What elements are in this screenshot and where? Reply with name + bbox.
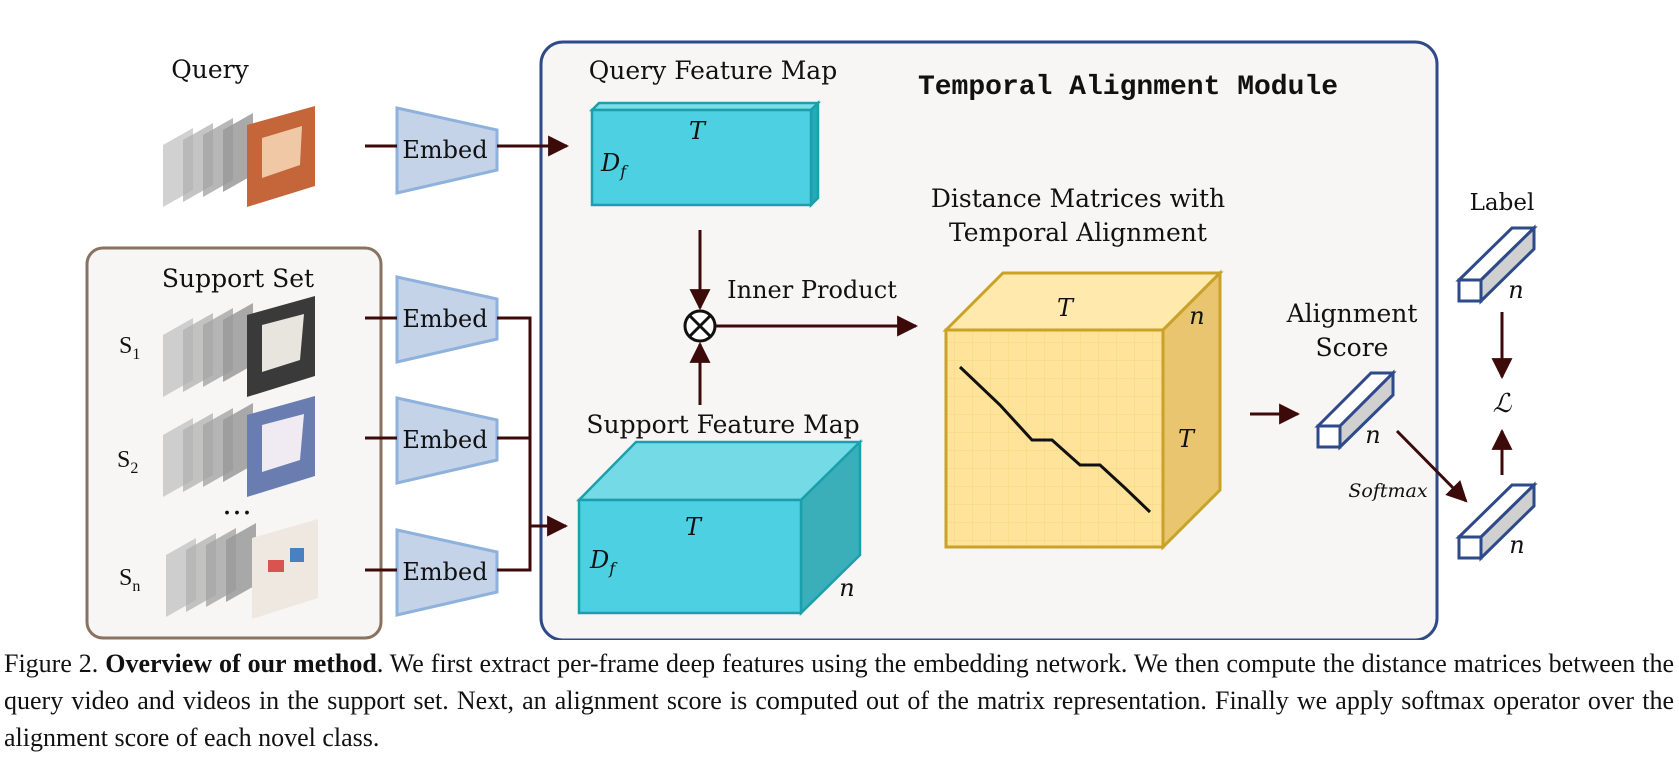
label-title: Label xyxy=(1470,190,1535,216)
inner-product-label: Inner Product xyxy=(727,276,897,304)
svg-text:Df: Df xyxy=(589,546,618,578)
svg-text:Df: Df xyxy=(600,149,629,181)
distance-matrices-title-line1: Distance Matrices with xyxy=(931,184,1225,213)
caption-bold-title: Overview of our method xyxy=(105,649,377,678)
method-overview-figure: Temporal Alignment Module Support Set Qu… xyxy=(85,40,1538,640)
softmax-output-vector: n xyxy=(1455,481,1538,562)
query-frame-stack xyxy=(163,106,315,207)
svg-text:Embed: Embed xyxy=(402,136,487,164)
query-embed-block: Embed xyxy=(395,106,499,195)
support-1-frame-stack xyxy=(163,296,315,397)
svg-text:n: n xyxy=(1189,302,1204,330)
module-title: Temporal Alignment Module xyxy=(918,72,1338,103)
softmax-label: Softmax xyxy=(1348,480,1427,502)
inner-product-operator xyxy=(683,309,717,343)
support-n-label: Sn xyxy=(119,565,140,595)
figure-caption: Figure 2. Overview of our method. We fir… xyxy=(4,645,1674,756)
inner-product-arrows xyxy=(689,230,919,405)
support-1-label: S1 xyxy=(119,333,140,363)
support-2-frame-stack xyxy=(163,396,315,497)
softmax-arrow xyxy=(1395,429,1468,503)
support-n-frame-stack xyxy=(166,519,318,619)
loss-symbol: ℒ xyxy=(1493,389,1513,419)
support-n-embed-block: Embed xyxy=(395,528,499,617)
svg-text:T: T xyxy=(689,117,707,145)
svg-text:Embed: Embed xyxy=(402,558,487,586)
svg-text:Embed: Embed xyxy=(402,305,487,333)
query-feature-map-block: T Df xyxy=(588,99,822,209)
distance-matrices-cube: T n T xyxy=(942,269,1224,551)
alignment-path xyxy=(958,365,1152,514)
svg-text:T: T xyxy=(1057,294,1075,322)
input-connectors xyxy=(365,135,570,572)
caption-body: . We first extract per-frame deep featur… xyxy=(4,649,1674,752)
support-1-embed-block: Embed xyxy=(395,275,499,364)
support-2-label: S2 xyxy=(117,447,138,477)
alignment-score-vector: n xyxy=(1314,369,1397,451)
query-label: Query xyxy=(171,55,249,84)
svg-text:Embed: Embed xyxy=(402,426,487,454)
support-set-label: Support Set xyxy=(162,264,314,293)
query-feature-map-label: Query Feature Map xyxy=(589,56,837,85)
alignment-score-label-line1: Alignment xyxy=(1286,299,1418,328)
svg-text:n: n xyxy=(839,574,854,602)
alignment-score-label-line2: Score xyxy=(1316,333,1389,362)
svg-text:T: T xyxy=(685,513,703,541)
caption-prefix: Figure 2. xyxy=(4,649,106,678)
svg-text:n: n xyxy=(1509,531,1524,559)
svg-text:n: n xyxy=(1365,421,1380,449)
support-feature-map-block: T Df n xyxy=(576,439,864,616)
label-vector: n xyxy=(1455,224,1538,305)
svg-text:T: T xyxy=(1178,425,1196,453)
support-2-embed-block: Embed xyxy=(395,396,499,485)
support-ellipsis: … xyxy=(222,487,252,522)
svg-text:n: n xyxy=(1508,276,1523,304)
support-feature-map-label: Support Feature Map xyxy=(586,410,859,439)
distance-matrices-title-line2: Temporal Alignment xyxy=(949,218,1207,247)
